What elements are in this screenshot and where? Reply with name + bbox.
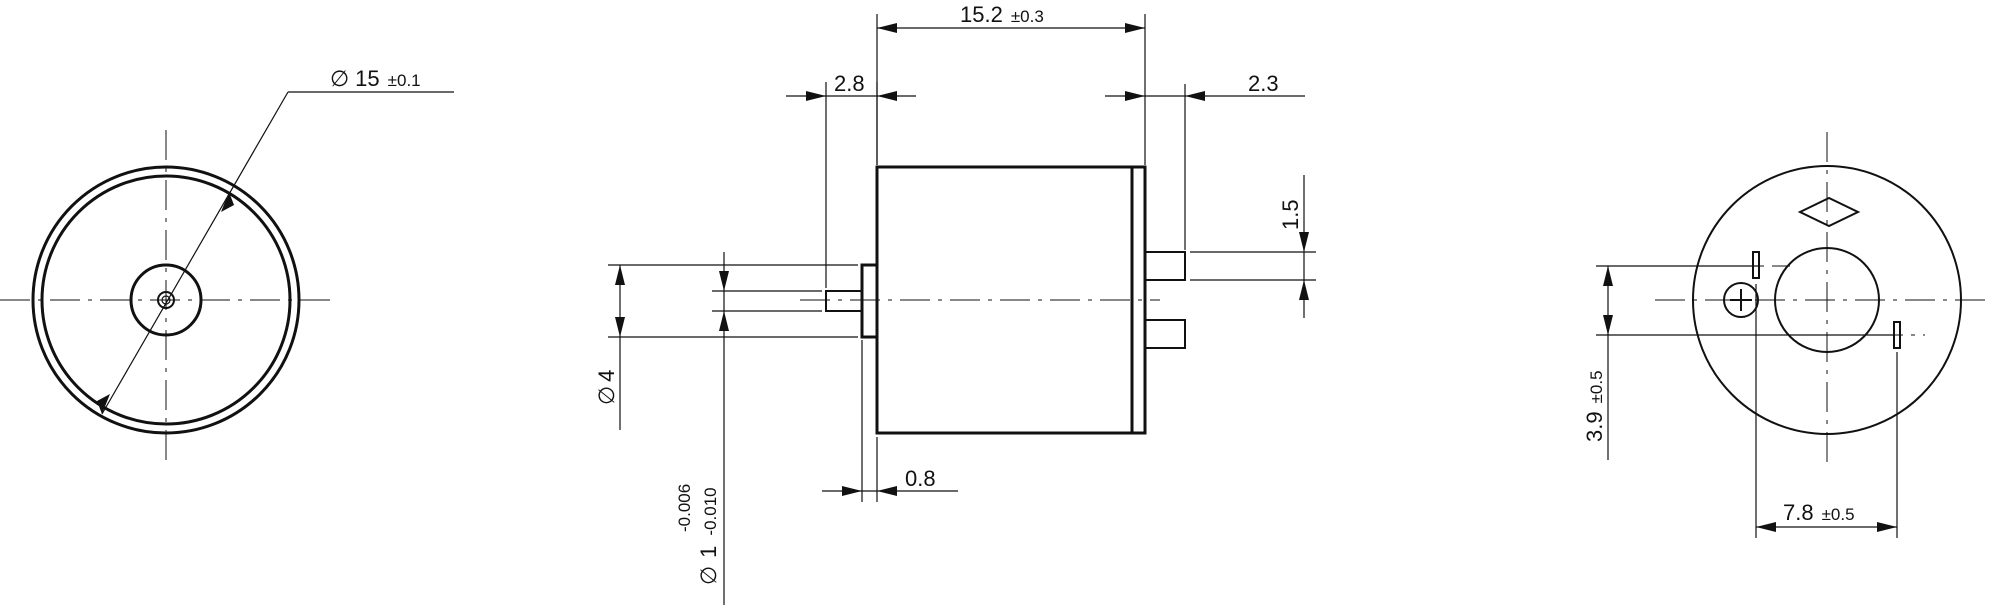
front-diameter-label: ∅15±0.1: [330, 66, 421, 92]
shaft-tol-upper-label: -0.006: [675, 484, 694, 532]
boss-diameter-label: ∅4: [594, 370, 620, 405]
length-label: 15.2±0.3: [960, 2, 1044, 27]
shaft-diameter-label: ∅1-0.010: [696, 487, 722, 585]
pin-vertical-offset-label: 3.9±0.5: [1582, 370, 1607, 442]
plus-icon: [1723, 282, 1759, 318]
pin-height-label: 1.5: [1278, 199, 1303, 230]
rear-view: 3.9±0.5 7.8±0.5: [1582, 132, 1993, 538]
boss-width-label: 0.8: [905, 466, 936, 491]
right-offset-label: 2.3: [1248, 71, 1279, 96]
side-view: 15.2±0.3 2.8 2.3 1.5 ∅4: [594, 2, 1316, 605]
pin-spacing-label: 7.8±0.5: [1783, 500, 1855, 525]
front-view: ∅15±0.1: [0, 66, 454, 468]
left-offset-label: 2.8: [834, 71, 865, 96]
